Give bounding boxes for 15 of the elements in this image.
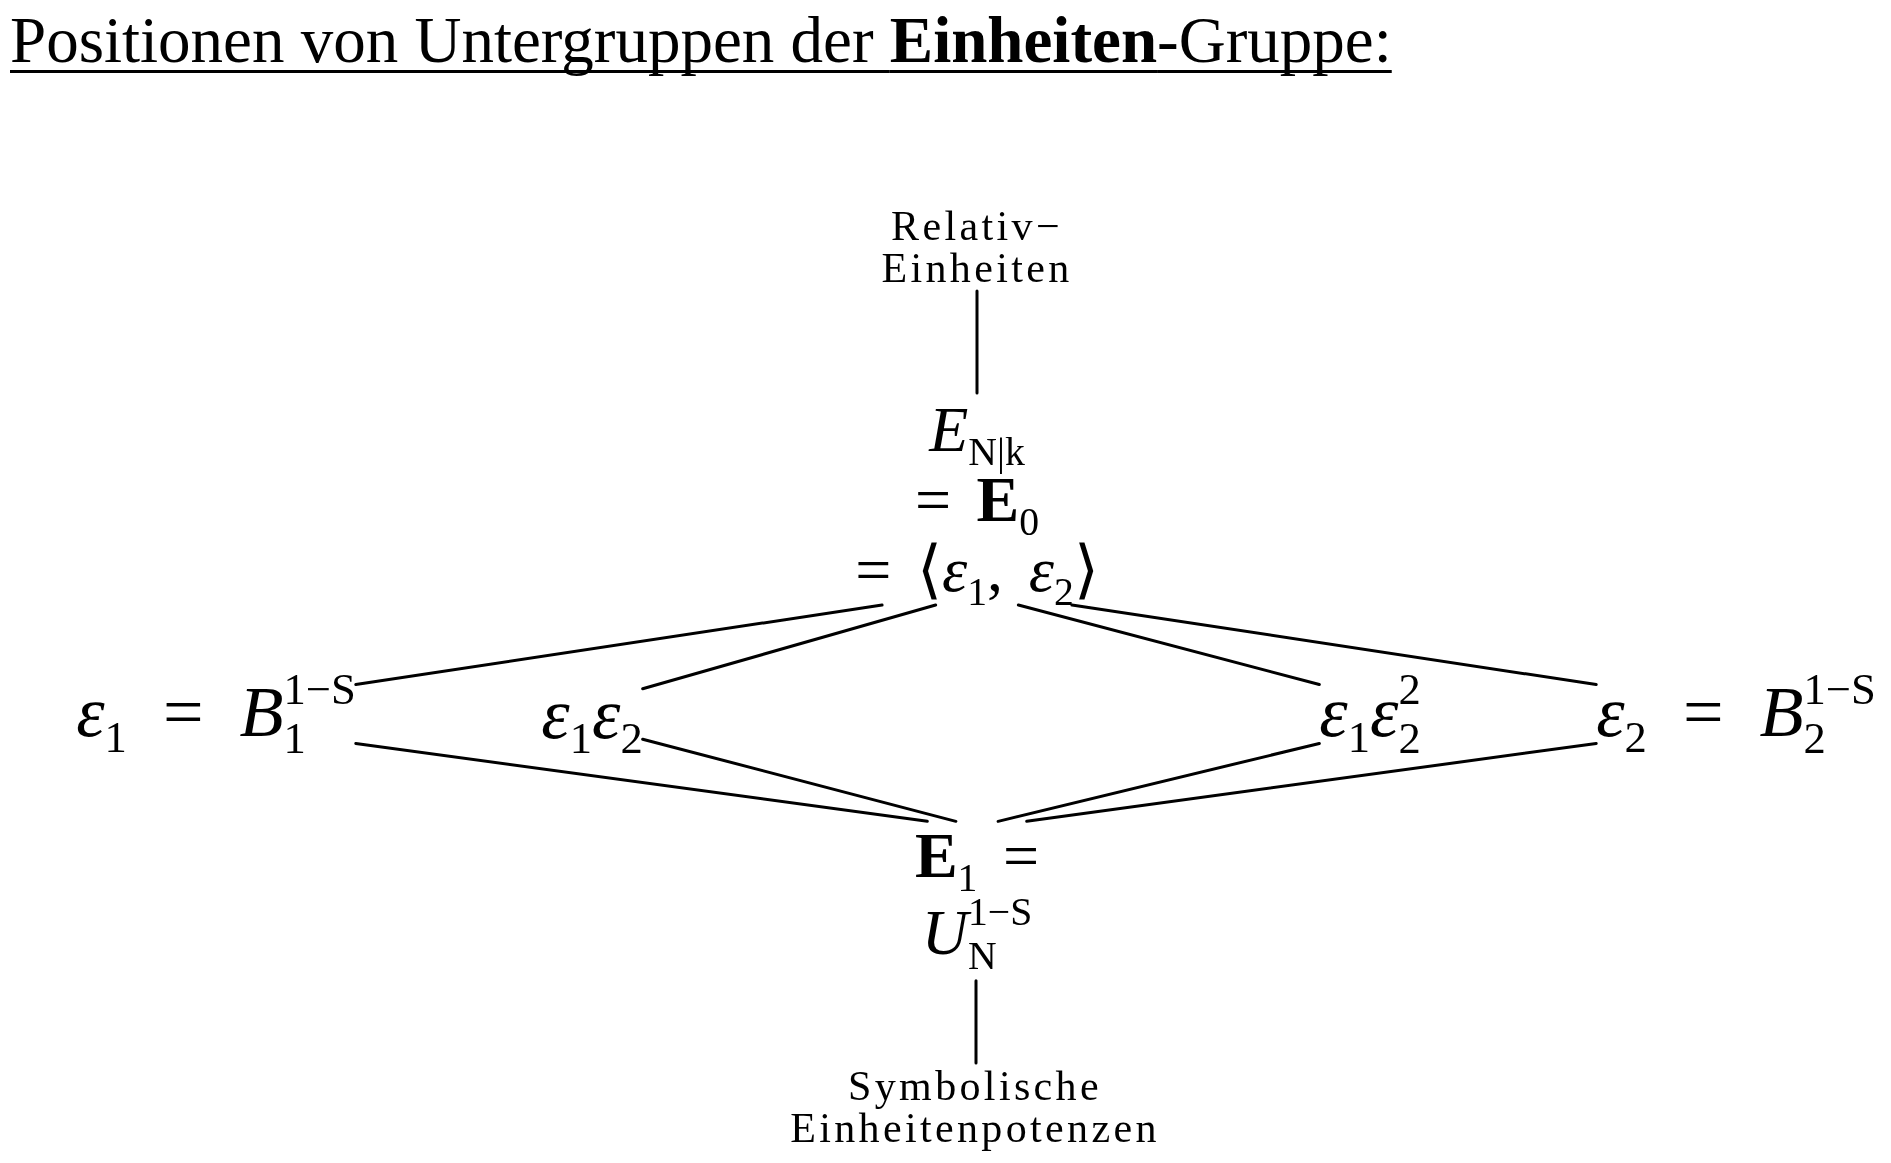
leader-line: [974, 979, 978, 1065]
lattice-line: [641, 603, 938, 691]
formula-text: ε$_{1}$ε$_{2}$: [541, 672, 643, 756]
lattice-line: [641, 737, 958, 823]
lattice-line: [1016, 603, 1321, 687]
lattice-line: [1070, 603, 1598, 687]
lattice-line: [354, 603, 884, 687]
lattice-line: [354, 741, 929, 823]
title-text: Positionen von Untergruppen der Einheiten-Gruppe:: [10, 3, 1392, 78]
annotation-text: Symbolische Einheitenpotenzen: [790, 1065, 1160, 1149]
lattice-line: [996, 741, 1321, 823]
formula-text: E$_{N|k}$ = E$_{0}$ = ⟨ε$_{1}$, ε$_{2}$⟩: [855, 395, 1099, 605]
annotation-text: Relativ− Einheiten: [881, 205, 1073, 289]
leader-line: [975, 289, 979, 395]
lattice-line: [1025, 741, 1598, 823]
